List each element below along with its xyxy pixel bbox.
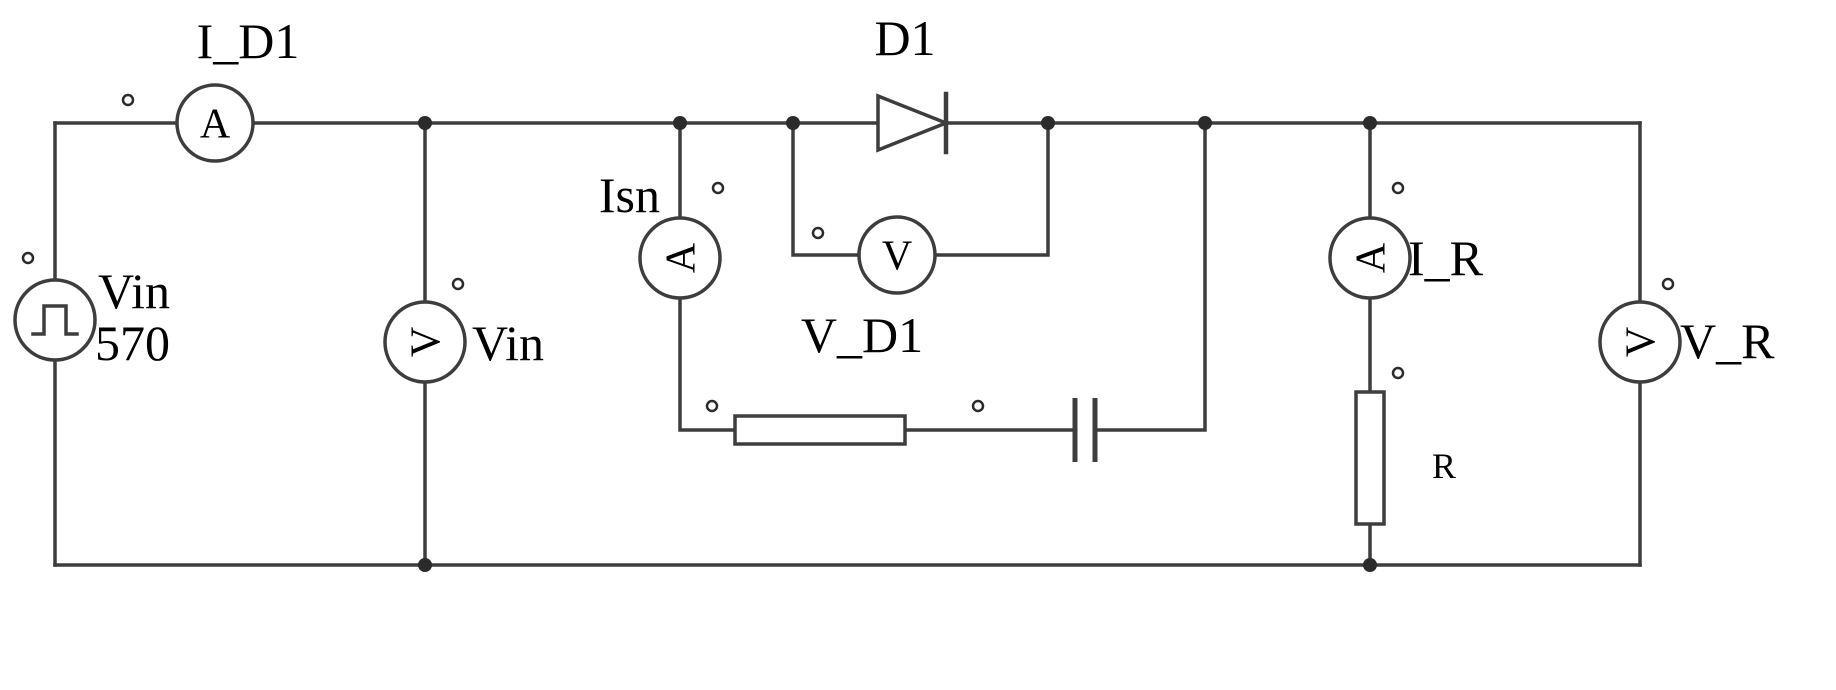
- polarity-mark-source: [21, 251, 35, 265]
- node-bottom-vin: [418, 558, 432, 572]
- node-top-snubber: [1198, 116, 1212, 130]
- node-top-vin: [418, 116, 432, 130]
- voltmeter-v-r[interactable]: V V_R: [1598, 300, 1775, 384]
- polarity-mark-v-d1: [811, 226, 825, 240]
- load-resistor[interactable]: R: [1354, 390, 1456, 526]
- ammeter-isn-label: Isn: [599, 167, 660, 223]
- voltmeter-v-d1[interactable]: V V_D1: [801, 215, 937, 363]
- polarity-mark-i-r: [1391, 181, 1405, 195]
- voltmeter-vin-symbol: V: [404, 327, 450, 357]
- polarity-mark-load-r: [1391, 366, 1405, 380]
- node-diode-anode: [786, 116, 800, 130]
- voltmeter-vin-body[interactable]: [383, 300, 467, 384]
- polarity-mark-i-d1: [121, 93, 135, 107]
- polarity-marks: [21, 93, 1675, 413]
- source-body[interactable]: [13, 278, 97, 362]
- ammeter-i-r[interactable]: A I_R: [1328, 216, 1484, 300]
- wire-snubber-right: [1093, 121, 1207, 432]
- load-resistor-body[interactable]: [1354, 390, 1386, 526]
- square-wave-icon: [31, 304, 79, 336]
- ammeter-isn[interactable]: A Isn: [599, 167, 722, 300]
- voltmeter-vin-label: Vin: [472, 315, 544, 371]
- ammeter-i-d1-body[interactable]: [175, 83, 255, 163]
- ammeter-isn-symbol: A: [659, 242, 705, 273]
- voltmeter-v-r-symbol: V: [1619, 327, 1665, 357]
- voltage-source[interactable]: Vin 570: [13, 263, 170, 371]
- snubber-capacitor[interactable]: [1072, 398, 1098, 462]
- polarity-mark-snubber-c: [971, 399, 985, 413]
- voltmeter-v-r-body[interactable]: [1598, 300, 1682, 384]
- voltmeter-v-d1-symbol: V: [882, 234, 912, 280]
- ammeter-i-r-body[interactable]: [1328, 216, 1412, 300]
- voltmeter-v-r-label: V_R: [1680, 313, 1775, 369]
- ammeter-i-r-label: I_R: [1408, 230, 1484, 286]
- ammeter-i-d1-symbol: A: [200, 102, 231, 148]
- node-bottom-load: [1363, 558, 1377, 572]
- junction-nodes: [418, 116, 1377, 572]
- diode-d1-label: D1: [874, 10, 935, 66]
- node-diode-cathode: [1041, 116, 1055, 130]
- ammeter-i-d1[interactable]: A I_D1: [175, 13, 300, 163]
- snubber-resistor[interactable]: [733, 414, 907, 446]
- ammeter-isn-body[interactable]: [638, 216, 722, 300]
- voltmeter-v-d1-label: V_D1: [801, 307, 923, 363]
- node-top-isn: [673, 116, 687, 130]
- load-resistor-label: R: [1432, 446, 1456, 486]
- ammeter-i-d1-label: I_D1: [197, 13, 300, 69]
- node-top-load: [1363, 116, 1377, 130]
- ammeter-i-r-symbol: A: [1349, 242, 1395, 273]
- snubber-resistor-body[interactable]: [733, 414, 907, 446]
- diode-triangle[interactable]: [876, 93, 951, 153]
- voltmeter-vin[interactable]: V Vin: [383, 300, 544, 384]
- voltmeter-v-d1-body[interactable]: [857, 215, 937, 295]
- diode-d1[interactable]: D1: [874, 10, 951, 155]
- polarity-mark-isn: [711, 181, 725, 195]
- polarity-mark-snubber-r: [705, 399, 719, 413]
- source-label-line2: 570: [95, 315, 170, 371]
- polarity-mark-v-r: [1661, 277, 1675, 291]
- source-label-line1: Vin: [98, 263, 170, 319]
- polarity-mark-vin-meter: [451, 277, 465, 291]
